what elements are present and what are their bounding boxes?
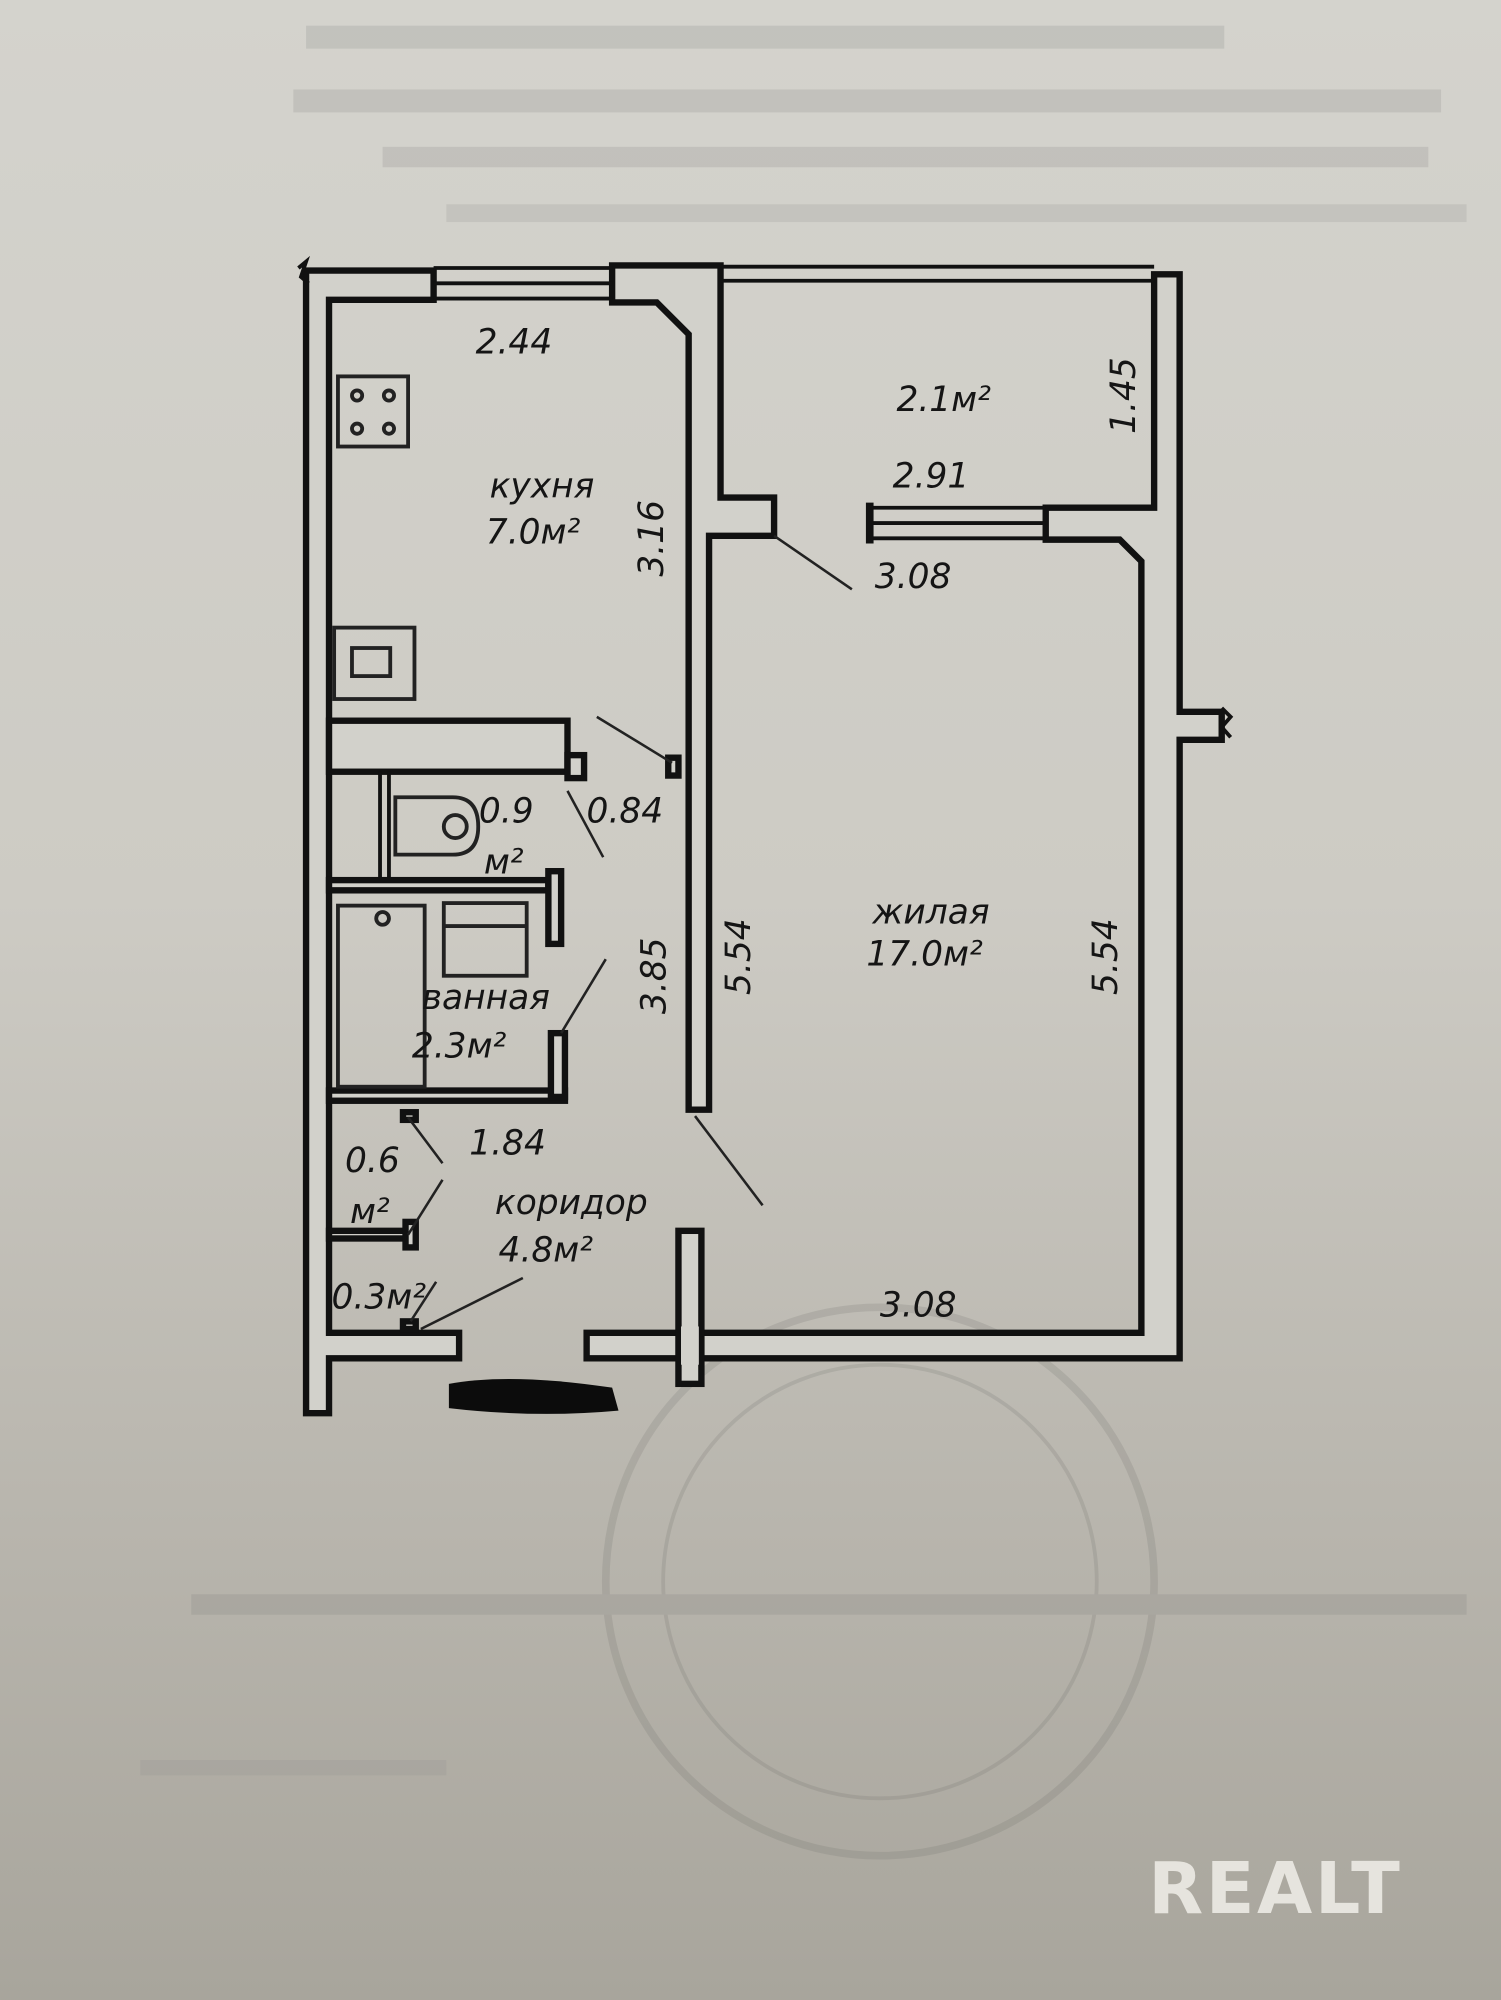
closet-area-value: 0.6: [345, 1141, 400, 1181]
wall-cross-fill: [680, 1326, 699, 1365]
closet-area-unit: м²: [350, 1192, 390, 1232]
toilet-icon: [393, 795, 481, 857]
corridor-area-label: 4.8м²: [499, 1230, 594, 1270]
background-stamp: [140, 25, 1467, 1860]
balcony-depth-label: 1.45: [1104, 357, 1144, 434]
wall-break-mark-right: [1219, 706, 1234, 739]
living-name-label: жилая: [871, 892, 989, 932]
redacted-dimension: [448, 1378, 619, 1414]
hall-length-label: 3.85: [635, 937, 675, 1014]
kitchen-name-label: кухня: [490, 467, 595, 507]
kitchen-width-label: 2.44: [476, 322, 553, 362]
toilet-area-unit: м²: [484, 843, 524, 883]
left-outer-wall: [302, 267, 463, 1417]
balcony-window: [720, 264, 1155, 283]
kitchen-sink-icon: [332, 625, 417, 701]
wall-break-mark: [297, 255, 311, 285]
bathroom-area-label: 2.3м²: [412, 1026, 507, 1066]
sanitary-partitions: [325, 717, 682, 1333]
washbasin-icon: [441, 901, 529, 978]
realt-watermark-logo: REALT: [1148, 1847, 1402, 1930]
corridor-name-label: коридор: [495, 1183, 648, 1223]
kitchen-area-label: 7.0м²: [486, 512, 581, 552]
corridor-width-label: 1.84: [469, 1123, 546, 1163]
balcony-area-label: 2.1м²: [896, 380, 991, 420]
living-area-label: 17.0м²: [866, 935, 983, 975]
right-outer-wall: [583, 271, 1225, 1362]
balcony-width-label: 2.91: [893, 456, 970, 496]
living-top-width-label: 3.08: [875, 557, 952, 597]
toilet-area-value: 0.9: [479, 792, 534, 832]
stove-icon: [336, 374, 411, 449]
bathtub-icon: [336, 903, 427, 1089]
door-swings: [407, 534, 853, 1331]
balcony-door-window: [865, 502, 1046, 544]
kitchen-length-label: 3.16: [632, 500, 672, 577]
kitchen-living-partition: [608, 262, 778, 1113]
hall-width-label: 0.84: [587, 792, 664, 832]
living-left-length-label: 5.54: [719, 918, 759, 995]
kitchen-window: [433, 266, 613, 301]
living-right-length-label: 5.54: [1086, 918, 1126, 995]
bathroom-name-label: ванная: [422, 978, 550, 1018]
living-bottom-width-label: 3.08: [880, 1285, 957, 1325]
niche-area-label: 0.3м²: [331, 1278, 426, 1318]
